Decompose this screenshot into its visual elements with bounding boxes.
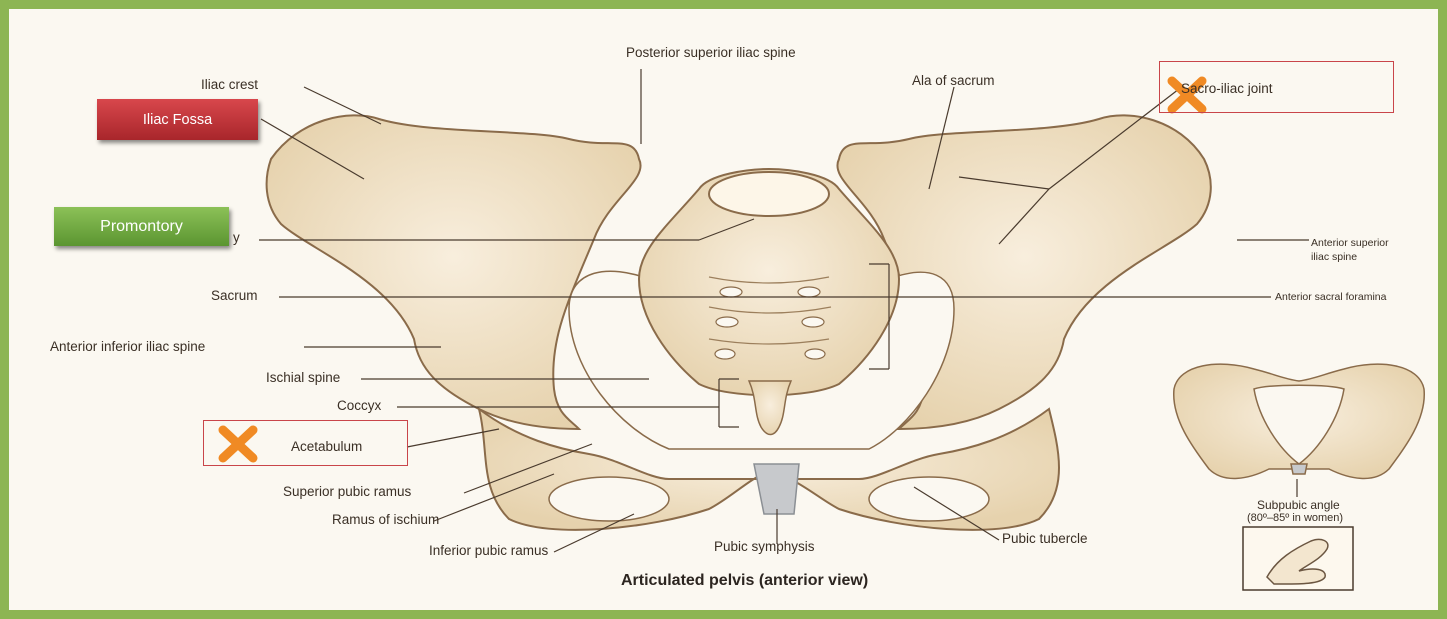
label-sacrum: Sacrum xyxy=(211,288,258,304)
label-anterior-superior-iliac-spine-2: iliac spine xyxy=(1311,251,1357,264)
left-obturator-foramen xyxy=(549,477,669,521)
label-iliac-crest: Iliac crest xyxy=(201,77,258,93)
promontory-tag: Promontory xyxy=(54,207,229,246)
label-ramus-of-ischium: Ramus of ischium xyxy=(332,512,439,528)
sacral-body xyxy=(709,172,829,216)
pubic-symphysis-cartilage xyxy=(754,464,799,514)
label-inferior-pubic-ramus: Inferior pubic ramus xyxy=(429,543,548,559)
label-subpubic-angle-2: (80º–85º in women) xyxy=(1247,512,1343,525)
right-obturator-foramen xyxy=(869,477,989,521)
label-sacro-iliac-joint: Sacro-iliac joint xyxy=(1181,81,1273,97)
inset-pelvis xyxy=(1174,364,1425,478)
label-anterior-sacral-foramina: Anterior sacral foramina xyxy=(1275,291,1386,304)
label-anterior-superior-iliac-spine-1: Anterior superior xyxy=(1311,237,1389,250)
iliac-fossa-tag: Iliac Fossa xyxy=(97,99,258,140)
label-anterior-inferior-iliac-spine: Anterior inferior iliac spine xyxy=(50,339,205,355)
label-subpubic-angle-1: Subpubic angle xyxy=(1257,499,1340,512)
label-ala-of-sacrum: Ala of sacrum xyxy=(912,73,995,89)
label-superior-pubic-ramus: Superior pubic ramus xyxy=(283,484,411,500)
label-coccyx: Coccyx xyxy=(337,398,381,414)
label-posterior-superior-iliac-spine: Posterior superior iliac spine xyxy=(626,45,796,61)
label-acetabulum: Acetabulum xyxy=(291,439,362,455)
figure-caption: Articulated pelvis (anterior view) xyxy=(621,572,868,590)
label-ischial-spine: Ischial spine xyxy=(266,370,340,386)
label-promontory-fragment: y xyxy=(233,230,240,246)
label-pubic-tubercle: Pubic tubercle xyxy=(1002,531,1088,547)
label-pubic-symphysis: Pubic symphysis xyxy=(714,539,815,555)
